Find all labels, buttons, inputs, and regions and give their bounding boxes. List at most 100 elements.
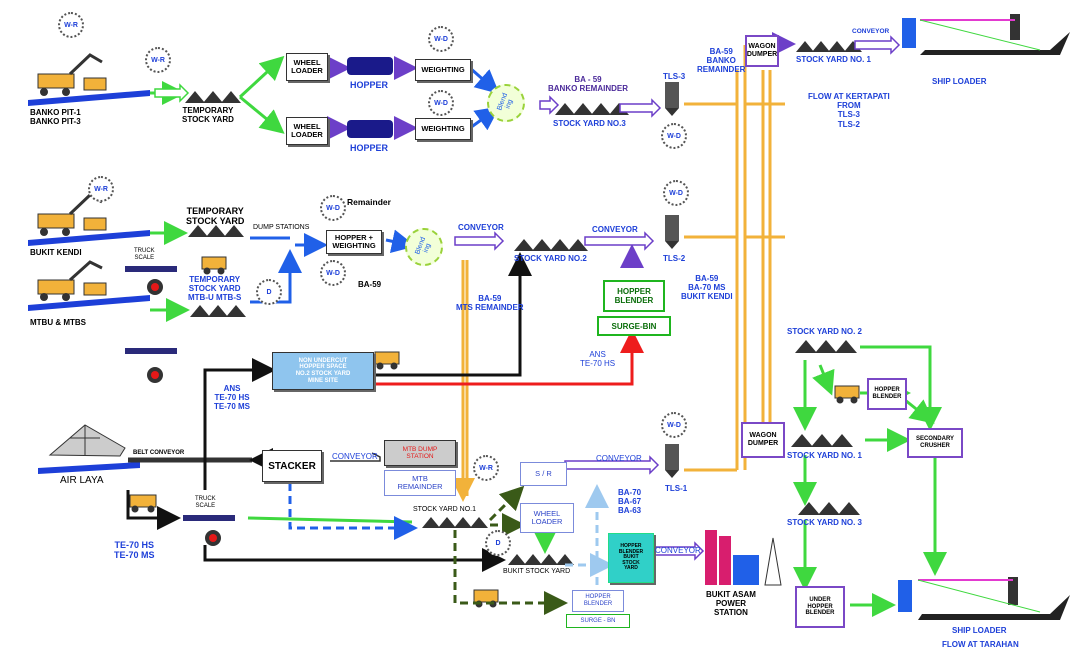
tarahan-under-hopper: UNDER HOPPER BLENDER <box>795 586 845 628</box>
low-wagon-dumper: WAGON DUMPER <box>741 422 785 458</box>
source-bukit-kendi: BUKIT KENDI <box>30 248 82 257</box>
low-tls1: TLS-1 <box>665 484 688 493</box>
top-kertapati: FLOW AT KERTAPATI FROM TLS-3 TLS-2 <box>808 92 890 129</box>
truck-icons <box>129 256 860 608</box>
low-stacker: STACKER <box>262 450 322 482</box>
top-weighting-1: WEIGHTING <box>415 59 471 81</box>
low-truck-scale: TRUCK SCALE <box>195 496 216 509</box>
top-hopper-1: HOPPER <box>350 80 389 90</box>
green-flows <box>150 55 947 617</box>
low-surge-bn: SURGE - BN <box>566 614 630 628</box>
tarahan-sy1: STOCK YARD NO. 1 <box>787 451 862 460</box>
dashed-flows <box>288 470 614 615</box>
top-temp-yard: TEMPORARY STOCK YARD <box>182 106 234 125</box>
top-ship-loader: SHIP LOADER <box>932 77 987 86</box>
mid-ans: ANS TE-70 HS <box>580 350 616 369</box>
low-mtb-remainder: MTB REMAINDER <box>384 470 456 496</box>
top-hopper-2: HOPPER <box>350 143 389 153</box>
low-ba: BA-70 BA-67 BA-63 <box>618 488 642 516</box>
badge-d-2: D <box>485 530 511 556</box>
mine-site-mtbu <box>28 260 150 311</box>
badge-wd-6: W-D <box>320 260 346 286</box>
red-flows <box>375 329 644 386</box>
mid-sy2: STOCK YARD NO.2 <box>514 254 587 263</box>
badge-wd-3: W-D <box>661 123 687 149</box>
power-station <box>705 530 782 586</box>
badge-wr-3: W-R <box>88 176 114 202</box>
tarahan-ship-loader: SHIP LOADER <box>952 626 1007 635</box>
source-banko: BANKO PIT-1 BANKO PIT-3 <box>30 108 81 127</box>
mid-conveyor-2: CONVEYOR <box>592 225 638 234</box>
badge-wd-1: W-D <box>428 26 454 52</box>
badge-wd-4: W-D <box>663 180 689 206</box>
top-conveyor: CONVEYOR <box>852 28 890 35</box>
mid-temp-yard: TEMPORARY STOCK YARD <box>186 206 245 227</box>
top-hopper-shape-2 <box>347 120 393 138</box>
badge-wr-4: W-R <box>473 455 499 481</box>
badge-d-1: D <box>256 279 282 305</box>
top-tls3: TLS-3 <box>663 72 686 81</box>
mid-surge-bin: SURGE-BIN <box>597 316 671 336</box>
badge-wd-7: W-D <box>661 412 687 438</box>
mid-truck-scale-1: TRUCK SCALE <box>134 248 155 261</box>
top-sy3: STOCK YARD NO.3 <box>553 119 626 128</box>
mine-site-bukit-kendi <box>28 193 150 246</box>
mid-conveyor-1: CONVEYOR <box>458 223 504 232</box>
ship-kertapati <box>902 14 1070 55</box>
top-wagon-dumper: WAGON DUMPER <box>745 35 779 67</box>
tls-silos <box>665 82 679 478</box>
low-conveyor-3: CONVEYOR <box>655 546 701 555</box>
badge-wr-2: W-R <box>145 47 171 73</box>
tarahan-secondary-crusher: SECONDARY CRUSHER <box>907 428 963 458</box>
top-weighting-2: WEIGHTING <box>415 118 471 140</box>
low-conveyor-2: CONVEYOR <box>596 454 642 463</box>
mid-hopper-blender: HOPPER BLENDER <box>603 280 665 312</box>
top-wheel-loader-1: WHEEL LOADER <box>286 53 328 81</box>
low-belt-conveyor: BELT CONVEYOR <box>133 450 185 456</box>
mid-tls2: TLS-2 <box>663 254 686 263</box>
source-air-laya: AIR LAYA <box>60 475 104 486</box>
low-bukit-sy: BUKIT STOCK YARD <box>503 568 571 575</box>
top-hopper-shape-1 <box>347 57 393 75</box>
tarahan-sy2: STOCK YARD NO. 2 <box>787 327 862 336</box>
top-sy1: STOCK YARD NO. 1 <box>796 55 871 64</box>
low-wheel-loader: WHEEL LOADER <box>520 503 574 533</box>
mid-remainder: Remainder <box>347 197 391 207</box>
orange-conveyors <box>451 45 785 502</box>
low-mtb-dump: MTB DUMP STATION <box>384 440 456 466</box>
mid-temp-yard-2: TEMPORARY STOCK YARD MTB-U MTB-S <box>188 275 242 303</box>
low-hopper-blender: HOPPER BLENDER <box>572 590 624 612</box>
top-wheel-loader-2: WHEEL LOADER <box>286 117 328 145</box>
top-ba59b: BA-59 BANKO REMAINDER <box>697 47 746 75</box>
mid-dump-stations: DUMP STATIONS <box>253 224 310 231</box>
low-ans: ANS TE-70 HS TE-70 MS <box>214 384 251 412</box>
low-hb-bukit: HOPPER BLENDER BUKIT STOCK YARD <box>608 533 654 583</box>
stock-piles <box>185 41 862 565</box>
mid-hopper-weighting: HOPPER + WEIGHTING <box>326 230 382 254</box>
low-sr: S / R <box>520 462 567 486</box>
purple-flows <box>327 32 796 268</box>
low-conveyor: CONVEYOR <box>332 452 378 461</box>
tarahan-sy3: STOCK YARD NO. 3 <box>787 518 862 527</box>
badge-wd-5: W-D <box>320 195 346 221</box>
tarahan-hopper-blender: HOPPER BLENDER <box>867 378 907 410</box>
mid-ba59-mts: BA-59 MTS REMAINDER <box>456 294 524 313</box>
mid-ba59: BA-59 <box>358 280 382 289</box>
truck-scales <box>125 266 235 546</box>
low-te70: TE-70 HS TE-70 MS <box>114 540 155 561</box>
mine-site-banko <box>28 53 150 106</box>
source-mtbu: MTBU & MTBS <box>30 318 86 327</box>
blue-flows <box>250 66 500 304</box>
tarahan-flow: FLOW AT TARAHAN <box>942 640 1019 649</box>
mid-ba59-right: BA-59 BA-70 MS BUKIT KENDI <box>681 274 733 302</box>
badge-wd-2: W-D <box>428 90 454 116</box>
low-power-station: BUKIT ASAM POWER STATION <box>706 590 756 618</box>
low-non-undercut: NON UNDERCUT HOPPER SPACE NO.2 STOCK YAR… <box>272 352 374 390</box>
ship-tarahan <box>898 577 1070 620</box>
mine-site-air-laya <box>38 424 140 474</box>
badge-wr-1: W-R <box>58 12 84 38</box>
low-sy1: STOCK YARD NO.1 <box>413 506 477 513</box>
conveyor-arrows <box>128 35 901 561</box>
top-ba59: BA - 59 BANKO REMAINDER <box>548 75 628 94</box>
